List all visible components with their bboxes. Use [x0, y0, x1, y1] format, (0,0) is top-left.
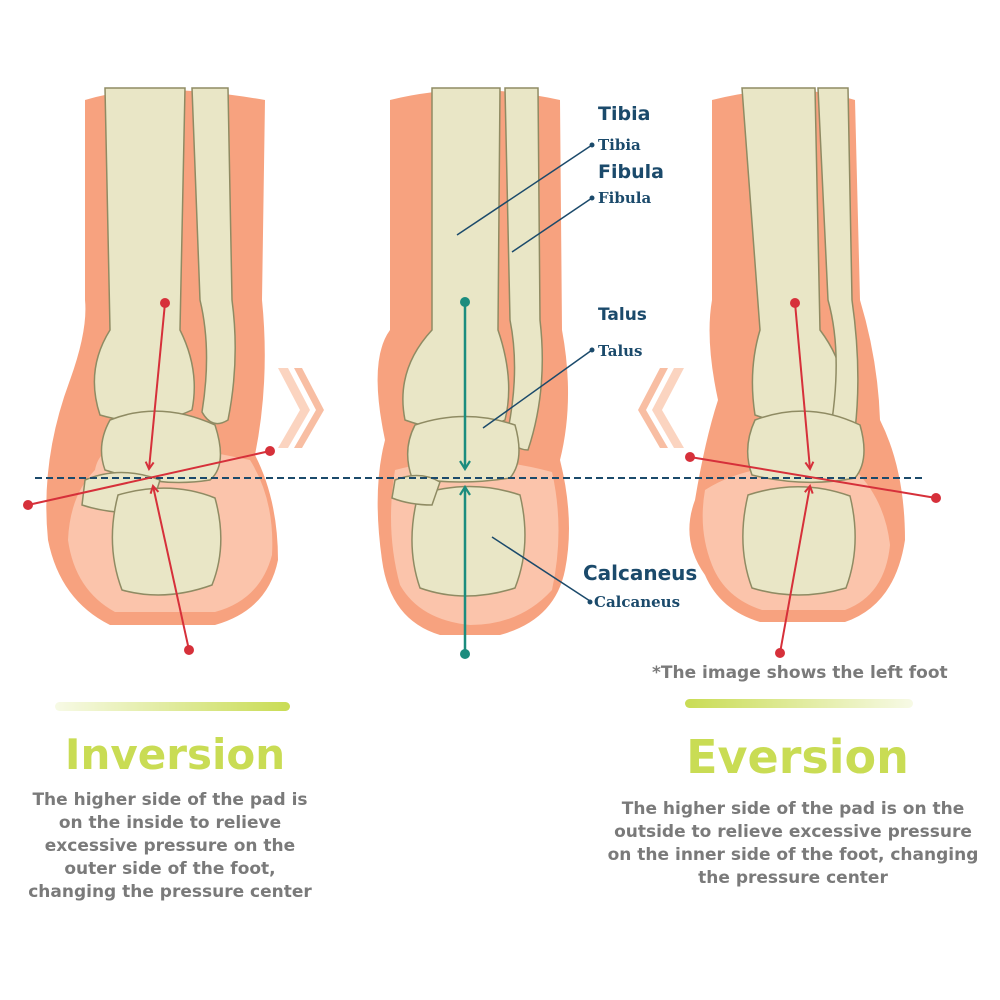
label-calcaneus-duplicate: Calcaneus — [594, 593, 680, 611]
inversion-accent-bar — [55, 702, 290, 711]
inversion-description-line: outer side of the foot, — [64, 859, 276, 879]
label-talus-duplicate: Talus — [598, 342, 643, 360]
inversion-description-line: The higher side of the pad is — [32, 790, 308, 810]
middle-tarsal-bone — [391, 474, 441, 506]
neutral-axes — [459, 297, 471, 659]
leader-dots — [587, 142, 595, 605]
right-calcaneus-bone — [742, 486, 856, 596]
middle-foot-neutral — [377, 87, 569, 635]
left-tibia-bone — [93, 87, 196, 423]
eversion-axes — [685, 298, 941, 658]
left-foot-note: *The image shows the left foot — [652, 663, 948, 683]
eversion-description-line: The higher side of the pad is on the — [621, 799, 965, 819]
right-foot-eversion — [689, 87, 905, 622]
left-fibula-bone — [191, 87, 236, 425]
inversion-description-line: excessive pressure on the — [44, 836, 296, 856]
eversion-description-line: the pressure center — [698, 868, 888, 888]
label-talus: Talus — [598, 305, 647, 325]
chevron-right-icon — [278, 368, 324, 448]
inversion-description-line: on the inside to relieve — [58, 813, 282, 833]
eversion-description: The higher side of the pad is on the out… — [588, 798, 998, 890]
eversion-description-line: outside to relieve excessive pressure — [614, 822, 972, 842]
label-fibula: Fibula — [598, 161, 664, 183]
eversion-title: Eversion — [686, 730, 909, 784]
leader-lines — [456, 144, 593, 602]
middle-talus-bone — [406, 415, 520, 483]
middle-calcaneus-bone — [411, 485, 526, 597]
label-calcaneus: Calcaneus — [583, 561, 697, 585]
left-talus-bone — [100, 410, 222, 484]
left-foot-inversion — [46, 87, 278, 625]
label-tibia: Tibia — [598, 103, 650, 125]
eversion-accent-bar — [685, 699, 913, 708]
eversion-description-line: on the inner side of the foot, changing — [607, 845, 979, 865]
chevron-left-icon — [638, 368, 684, 448]
inversion-description: The higher side of the pad is on the ins… — [10, 789, 330, 904]
inversion-title: Inversion — [64, 730, 286, 779]
inversion-description-line: changing the pressure center — [28, 882, 312, 902]
label-tibia-duplicate: Tibia — [598, 136, 641, 154]
left-calcaneus-bone — [111, 487, 222, 596]
inversion-axes — [23, 298, 275, 655]
label-fibula-duplicate: Fibula — [598, 189, 651, 207]
